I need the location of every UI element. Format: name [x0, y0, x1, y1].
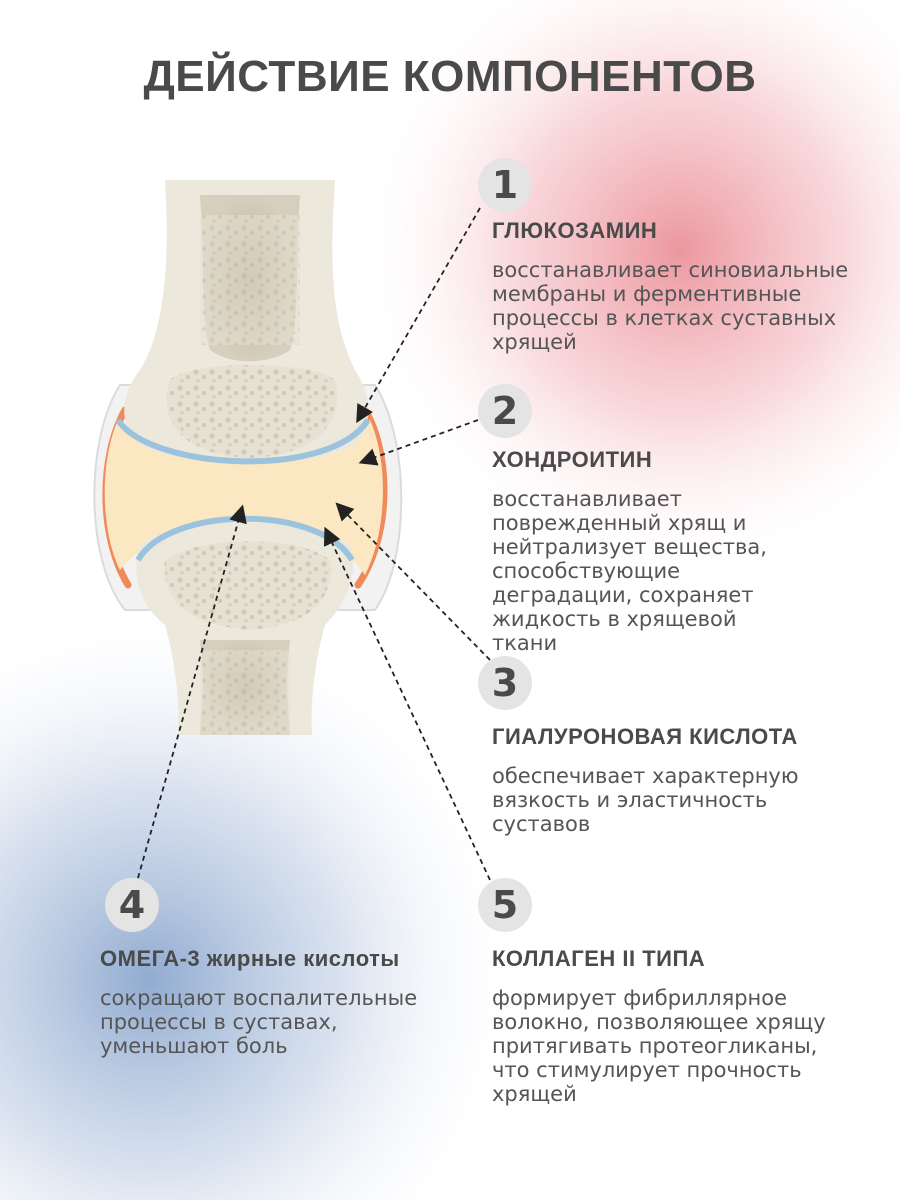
component-4-description: сокращают воспалительные процессы в суст… [100, 986, 418, 1058]
component-4: ОМЕГА-3 жирные кислоты сокращают воспали… [100, 946, 440, 1058]
component-2-name: ХОНДРОИТИН [492, 447, 653, 472]
component-3-name: ГИАЛУРОНОВАЯ КИСЛОТА [492, 724, 798, 749]
badge-2: 2 [478, 384, 532, 438]
component-1-name: ГЛЮКОЗАМИН [492, 218, 658, 243]
badge-1: 1 [478, 158, 532, 212]
component-5-description: формирует фибриллярное волокно, позволяю… [492, 986, 826, 1106]
joint-cavity [104, 420, 383, 575]
page-title: ДЕЙСТВИЕ КОМПОНЕНТОВ [143, 52, 757, 101]
badge-3: 3 [478, 656, 532, 710]
component-1-description: восстанавливает синовиальные мембраны и … [492, 258, 849, 354]
component-3: ГИАЛУРОНОВАЯ КИСЛОТА обеспечивает характ… [492, 724, 852, 836]
component-3-description: обеспечивает характерную вязкость и элас… [492, 764, 799, 836]
badge-4: 4 [105, 878, 159, 932]
component-2: ХОНДРОИТИН восстанавливает поврежденный … [492, 447, 802, 655]
component-5: КОЛЛАГЕН II ТИПА формирует фибриллярное … [492, 946, 832, 1106]
component-5-name: КОЛЛАГЕН II ТИПА [492, 946, 706, 971]
badge-5: 5 [478, 878, 532, 932]
component-1: ГЛЮКОЗАМИН восстанавливает синовиальные … [492, 218, 852, 354]
component-2-description: восстанавливает поврежденный хрящ и нейт… [492, 487, 767, 655]
component-4-name: ОМЕГА-3 жирные кислоты [100, 946, 400, 971]
upper-cartilage [115, 418, 371, 465]
